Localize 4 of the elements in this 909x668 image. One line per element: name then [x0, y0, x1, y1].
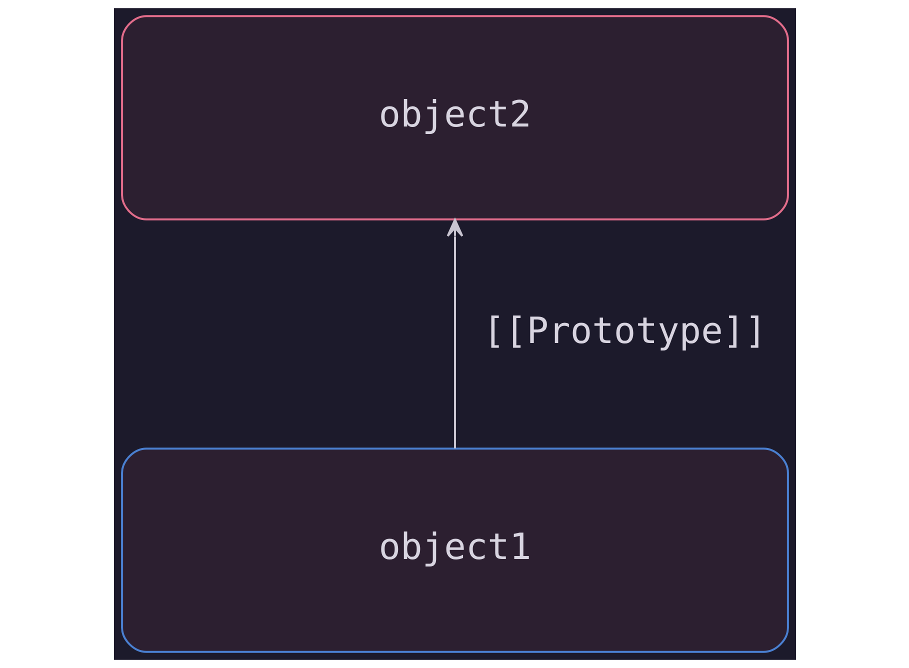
node-box: object2 — [120, 15, 788, 220]
node-box: object1 — [120, 448, 788, 653]
edge-label: [[Prototype]] — [482, 308, 766, 352]
arrow — [446, 218, 463, 448]
